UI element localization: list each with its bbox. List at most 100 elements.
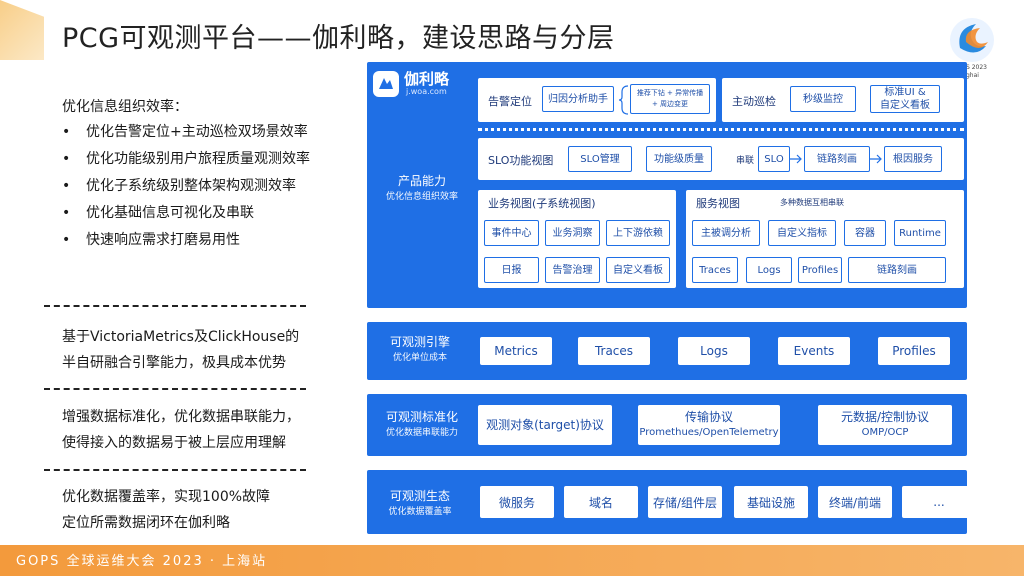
transport-protocol-title: 传输协议	[684, 410, 733, 424]
bullet-dot: •	[62, 178, 71, 194]
arrow-icon	[790, 154, 802, 164]
dashboard-box: 标准UI & 自定义看板	[870, 85, 940, 113]
attribution-assistant-box: 归因分析助手	[542, 86, 614, 112]
container-box: 容器	[844, 220, 886, 246]
target-protocol-title: 观测对象(target)协议	[486, 418, 604, 432]
dashed-divider	[44, 305, 306, 307]
trace-chain-box: 链路刻画	[804, 146, 870, 172]
events-box: Events	[778, 337, 850, 365]
bullet-text: 优化告警定位+主动巡检双场景效率	[86, 124, 308, 140]
bullet-item: • 优化子系统级别整体架构观测效率	[62, 176, 310, 203]
arrow-icon	[870, 154, 882, 164]
alert-panel-title: 告警定位	[488, 95, 532, 108]
logs-box: Logs	[746, 257, 792, 283]
engine-layer-label: 可观测引擎 优化单位成本	[372, 333, 468, 365]
business-insight-box: 业务洞察	[545, 220, 600, 246]
alert-detail-box: 推荐下钻 + 异常传播 + 周边变更	[630, 84, 710, 114]
slo-panel	[478, 138, 964, 180]
galileo-brand-url: j.woa.com	[406, 87, 447, 96]
standardization-layer-label: 可观测标准化 优化数据串联能力	[372, 408, 472, 440]
product-layer-label: 产品能力 优化信息组织效率	[372, 172, 472, 204]
eco-description-line: 优化数据覆盖率，实现100%故障	[62, 489, 271, 505]
bullet-item: • 优化功能级别用户旅程质量观测效率	[62, 149, 310, 176]
bullet-text: 快速响应需求打磨易用性	[86, 232, 240, 248]
bullet-list: •优化告警定位+主动巡检双场景效率 • 优化功能级别用户旅程质量观测效率 • 优化子…	[62, 122, 310, 257]
call-analysis-box: 主被调分析	[692, 220, 760, 246]
product-layer-title: 产品能力	[397, 174, 446, 188]
intro-text: 优化信息组织效率：	[62, 99, 188, 115]
dependency-box: 上下游依赖	[606, 220, 670, 246]
galileo-logo-icon	[373, 71, 399, 97]
footer-text: GOPS 全球运维大会 2023 · 上海站	[16, 554, 268, 569]
galileo-brand: 伽利略 j.woa.com	[372, 68, 462, 102]
engine-layer-subtitle: 优化单位成本	[392, 353, 447, 363]
patrol-panel-title: 主动巡检	[732, 95, 776, 108]
page-title: PCG可观测平台——伽利略，建设思路与分层	[62, 23, 615, 54]
transport-protocol-detail: Promethues/OpenTelemetry	[639, 427, 779, 438]
slo-panel-title: SLO功能视图	[488, 154, 554, 167]
engine-description-line: 半自研融合引擎能力，极具成本优势	[62, 355, 286, 371]
galileo-brand-name: 伽利略	[404, 70, 450, 88]
standardization-layer-title: 可观测标准化	[385, 410, 458, 424]
metadata-protocol-detail: OMP/OCP	[861, 427, 909, 438]
runtime-box: Runtime	[894, 220, 946, 246]
microservice-box: 微服务	[480, 486, 554, 518]
bullet-text: 优化功能级别用户旅程质量观测效率	[86, 151, 310, 167]
logo-caption-line1: S 2023	[966, 64, 987, 71]
slo-box: SLO	[758, 146, 790, 172]
traces-box: Traces	[692, 257, 738, 283]
engine-layer-title: 可观测引擎	[389, 335, 450, 349]
terminal-frontend-box: 终端/前端	[818, 486, 892, 518]
root-cause-box: 根因服务	[884, 146, 942, 172]
chain-label: 串联	[736, 156, 755, 166]
engine-layer	[367, 322, 967, 380]
logs-box: Logs	[678, 337, 750, 365]
standard-description: 增强数据标准化，优化数据串联能力， 使得接入的数据易于被上层应用理解	[62, 404, 300, 456]
trace-chain-box: 链路刻画	[848, 257, 946, 283]
ecosystem-layer-subtitle: 优化数据覆盖率	[388, 507, 452, 517]
dashboard-box-line: 自定义看板	[880, 100, 930, 111]
bullet-dot: •	[62, 151, 71, 167]
bullet-item: •优化基础信息可视化及串联	[62, 203, 310, 230]
standard-description-line: 使得接入的数据易于被上层应用理解	[62, 435, 286, 451]
service-view-title: 服务视图	[696, 197, 740, 210]
logo-caption-line2: ghai	[966, 72, 979, 79]
standard-description-line: 增强数据标准化，优化数据串联能力，	[62, 409, 300, 425]
dashed-divider	[44, 469, 306, 471]
metrics-box: Metrics	[480, 337, 552, 365]
profiles-box: Profiles	[798, 257, 842, 283]
logo-caption: S 2023 ghai	[966, 64, 987, 80]
alert-detail-line: 推荐下钻 + 异常传播	[636, 89, 704, 97]
ecosystem-layer-title: 可观测生态	[389, 489, 450, 503]
footer-bar: GOPS 全球运维大会 2023 · 上海站	[0, 545, 1024, 576]
metadata-protocol-title: 元数据/控制协议	[840, 410, 930, 424]
service-view-note: 多种数据互相串联	[780, 198, 844, 207]
function-quality-box: 功能级质量	[646, 146, 712, 172]
product-layer-subtitle: 优化信息组织效率	[385, 192, 458, 202]
bullet-item: •快速响应需求打磨易用性	[62, 230, 310, 257]
custom-metrics-box: 自定义指标	[768, 220, 836, 246]
custom-dashboard-box: 自定义看板	[606, 257, 670, 283]
storage-component-box: 存储/组件层	[648, 486, 722, 518]
bullet-item: •优化告警定位+主动巡检双场景效率	[62, 122, 310, 149]
engine-description: 基于VictoriaMetrics及ClickHouse的 半自研融合引擎能力，…	[62, 324, 299, 376]
ecosystem-layer-label: 可观测生态 优化数据覆盖率	[372, 487, 468, 519]
event-center-box: 事件中心	[484, 220, 539, 246]
gops-logo-icon	[950, 18, 994, 62]
eco-description-line: 定位所需数据闭环在伽利略	[62, 515, 230, 531]
brace-icon	[618, 85, 629, 115]
dashed-divider	[44, 388, 306, 390]
standardization-layer-subtitle: 优化数据串联能力	[385, 428, 458, 438]
daily-report-box: 日报	[484, 257, 539, 283]
metadata-protocol-box: 元数据/控制协议 OMP/OCP	[818, 405, 952, 445]
profiles-box: Profiles	[878, 337, 950, 365]
domain-box: 域名	[564, 486, 638, 518]
alert-detail-line: + 周边变更	[651, 100, 689, 108]
corner-decoration	[0, 0, 44, 60]
business-view-title: 业务视图(子系统视图)	[488, 197, 596, 210]
more-box: ...	[902, 486, 976, 518]
traces-box: Traces	[578, 337, 650, 365]
eco-description: 优化数据覆盖率，实现100%故障 定位所需数据闭环在伽利略	[62, 484, 270, 536]
infrastructure-box: 基础设施	[734, 486, 808, 518]
bullet-text: 优化子系统级别整体架构观测效率	[86, 178, 296, 194]
